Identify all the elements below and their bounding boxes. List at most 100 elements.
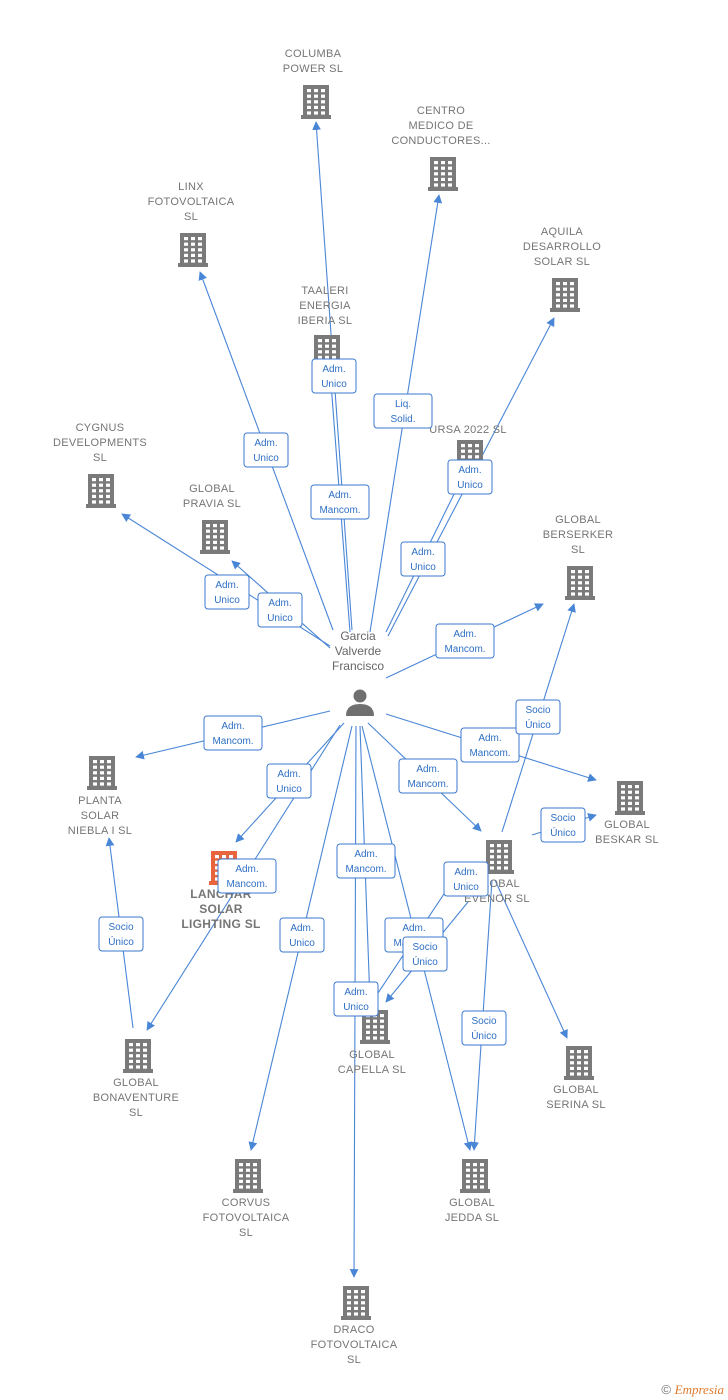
edge-label-text: Unico: [410, 562, 436, 573]
edge-label-text: Adm.: [277, 769, 300, 780]
building-icon: [178, 233, 208, 267]
edge-label-person-corvus[interactable]: Adm.Unico: [279, 917, 325, 953]
person-icon: [346, 689, 374, 716]
edge-label-text: Mancom.: [469, 748, 510, 759]
edge-label-box: [333, 981, 379, 1017]
edge-label-person-aquila[interactable]: Adm. Unico: [400, 541, 446, 577]
edge-label-person-beskar[interactable]: Adm.Mancom.: [460, 727, 520, 763]
building-icon: [565, 566, 595, 600]
edge-label-person-draco[interactable]: Adm. Unico: [333, 981, 379, 1017]
edge-label-person-pravia[interactable]: Adm.Unico: [257, 592, 303, 628]
edge-label-person-ursa[interactable]: Adm.Unico: [447, 459, 493, 495]
node-beskar[interactable]: GLOBAL BESKAR SL: [595, 781, 659, 846]
edge-evenor-serina: [494, 879, 568, 1039]
edge-label-person-lanchar[interactable]: Adm. Unico: [266, 763, 312, 799]
edge-label-text: Unico: [343, 1002, 369, 1013]
edge-label-person-bonaventure[interactable]: Adm.Mancom.: [217, 858, 277, 894]
edge-label-text: Socio: [525, 705, 550, 716]
building-icon: [123, 1039, 153, 1073]
edge-label-text: Único: [471, 1029, 497, 1042]
edge-label-text: Adm.: [411, 547, 434, 558]
node-label-line: SOLAR: [199, 902, 243, 916]
edge-label-box: [400, 541, 446, 577]
edge-label-text: Mancom.: [212, 736, 253, 747]
edge-label-person-taaleri[interactable]: Adm.Unico: [311, 358, 357, 394]
edge-label-text: Único: [550, 826, 576, 839]
node-label-line: DRACO: [333, 1324, 374, 1336]
node-label-line: GLOBAL: [189, 483, 235, 495]
edge-label-text: Mancom.: [444, 644, 485, 655]
edge-label-text: Solid.: [390, 414, 415, 425]
copyright-symbol: ©: [661, 1382, 672, 1397]
edge-label-person-planta[interactable]: Adm.Mancom.: [203, 715, 263, 751]
edge-label-text: Adm.: [453, 629, 476, 640]
node-label-line: TAALERI: [301, 285, 348, 297]
brand-name: Empresia: [674, 1382, 724, 1397]
node-taaleri[interactable]: TAALERI ENERGIA IBERIA SL: [298, 285, 353, 369]
person-label-line: Francisco: [332, 659, 384, 673]
edge-label-text: Adm.: [322, 364, 345, 375]
node-label-line: CAPELLA SL: [338, 1064, 406, 1076]
node-label-line: CENTRO: [417, 105, 465, 117]
node-label-line: CYGNUS: [76, 422, 125, 434]
node-label-line: BESKAR SL: [595, 834, 659, 846]
node-label-line: LIGHTING SL: [181, 917, 260, 931]
edge-label-text: Adm.: [354, 849, 377, 860]
edge-label-text: Mancom.: [226, 879, 267, 890]
edge-label-person-berserker[interactable]: Adm. Mancom.: [435, 623, 495, 659]
edge-label-text: Socio: [108, 922, 133, 933]
edge-label-person-evenor[interactable]: Adm.Mancom.: [398, 758, 458, 794]
edge-label-person-cygnus[interactable]: Adm.Unico: [204, 574, 250, 610]
node-label-line: ENERGIA: [299, 300, 351, 312]
node-label-line: PRAVIA SL: [183, 498, 241, 510]
edge-label-person-centro[interactable]: Liq. Solid.: [373, 393, 433, 429]
edge-label-text: Unico: [453, 882, 479, 893]
building-icon: [428, 157, 458, 191]
node-label-line: DEVELOPMENTS: [53, 437, 147, 449]
edge-label-text: Unico: [457, 480, 483, 491]
node-label-line: CORVUS: [222, 1197, 271, 1209]
edge-label-text: Unico: [276, 784, 302, 795]
footer-brand[interactable]: © Empresia: [661, 1382, 724, 1398]
node-pravia[interactable]: GLOBAL PRAVIA SL: [183, 483, 241, 554]
edge-label-person-columba[interactable]: Adm.Mancom.: [310, 484, 370, 520]
edge-label-box: [461, 1010, 507, 1046]
node-label-line: GLOBAL: [604, 819, 650, 831]
edge-label-text: Adm.: [328, 490, 351, 501]
node-label-line: FOTOVOLTAICA: [203, 1212, 290, 1224]
node-label-line: CONDUCTORES...: [391, 135, 490, 147]
edge-label-box: [204, 574, 250, 610]
node-label-line: IBERIA SL: [298, 315, 353, 327]
edge-label-person-capella[interactable]: Adm.Mancom.: [336, 843, 396, 879]
edge-label-text: Adm.: [254, 438, 277, 449]
edge-label-person-linx[interactable]: Adm.Unico: [243, 432, 289, 468]
edge-label-capella-evenor[interactable]: Adm.Unico: [443, 861, 489, 897]
node-label-line: SOLAR SL: [534, 256, 590, 268]
node-label-line: URSA 2022 SL: [429, 424, 507, 436]
edge-label-text: Adm.: [344, 987, 367, 998]
node-label-line: FOTOVOLTAICA: [148, 196, 235, 208]
edge-label-text: Socio: [471, 1016, 496, 1027]
edge-label-box: [311, 358, 357, 394]
edge-label-text: Liq.: [395, 399, 411, 410]
